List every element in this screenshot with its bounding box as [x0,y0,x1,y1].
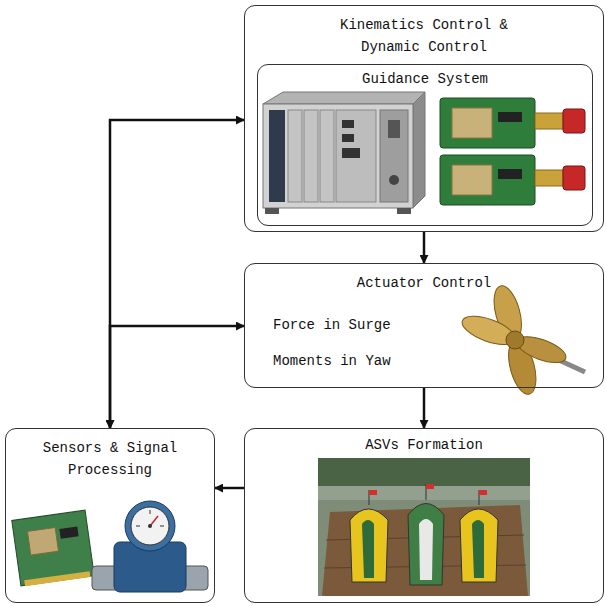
illustration-part [388,120,400,138]
illustration-part [479,490,487,495]
illustration-part [150,510,151,514]
illustration-part [506,331,524,349]
illustration-part [160,526,164,527]
illustration-part [389,175,399,185]
illustration-part [563,166,585,190]
illustration-part [498,169,522,179]
illustration-part [535,170,563,186]
control-box: Kinematics Control & Dynamic ControlGuid… [244,5,604,232]
flow-meter [92,501,208,592]
illustration-part [318,458,530,596]
illustration-part [380,110,408,202]
illustration-part [452,108,492,138]
illustration-part [342,134,354,142]
box-title: Actuator Control [324,272,524,294]
pxi-chassis [263,92,425,214]
illustration-part [125,501,175,551]
formation-box: ASVs Formation [244,428,604,603]
illustration-part [440,98,535,148]
flow-arrow [110,120,244,428]
illustration-part [563,109,585,133]
flow-arrow [215,487,244,490]
asv-photo [318,458,530,596]
illustration-part [263,92,425,104]
illustration-part [535,113,563,129]
illustration-part [369,490,377,495]
illustration-part [24,571,90,586]
box-text: Moments in Yaw [273,350,391,372]
illustration-part [408,504,444,586]
illustration-part [59,526,78,538]
illustration-part [265,208,279,214]
illustration-part [440,155,535,205]
illustration-part [419,519,433,580]
box-title: Guidance System [325,68,525,90]
illustration-part [342,148,360,158]
illustration-part [498,112,522,122]
rf-modules [440,98,585,205]
illustration-part [136,526,140,527]
illustration-part [350,509,388,582]
flow-arrow [423,388,426,428]
box-title: Kinematics Control & Dynamic Control [329,14,519,58]
illustration-part [131,507,169,545]
illustration-part [472,520,484,578]
illustration-part [318,486,530,500]
illustration-part [320,110,334,202]
illustration-part [452,165,492,195]
illustration-part [362,520,374,578]
flow-arrow [423,232,426,263]
illustration-part [263,104,413,208]
illustration-part [460,509,498,582]
illustration-part [27,527,58,555]
guidance-box: Guidance System [257,64,593,226]
propeller [459,283,585,397]
illustration-part [269,110,285,202]
sensors-box: Sensors & Signal Processing [5,428,215,603]
illustration-part [413,92,425,208]
box-title: Sensors & Signal Processing [15,437,205,481]
illustration-part [288,110,302,202]
illustration-part [336,110,376,202]
flow-arrow [110,326,244,428]
actuator-box: Actuator ControlForce in SurgeMoments in… [244,263,604,388]
illustration-part [397,208,411,214]
illustration-part [12,510,94,586]
box-text: Force in Surge [273,314,391,336]
illustration-part [426,484,434,489]
illustration-part [342,120,354,128]
sensor-card [12,510,94,586]
illustration-part [304,110,318,202]
illustration-part [148,524,152,528]
box-title: ASVs Formation [324,434,524,456]
